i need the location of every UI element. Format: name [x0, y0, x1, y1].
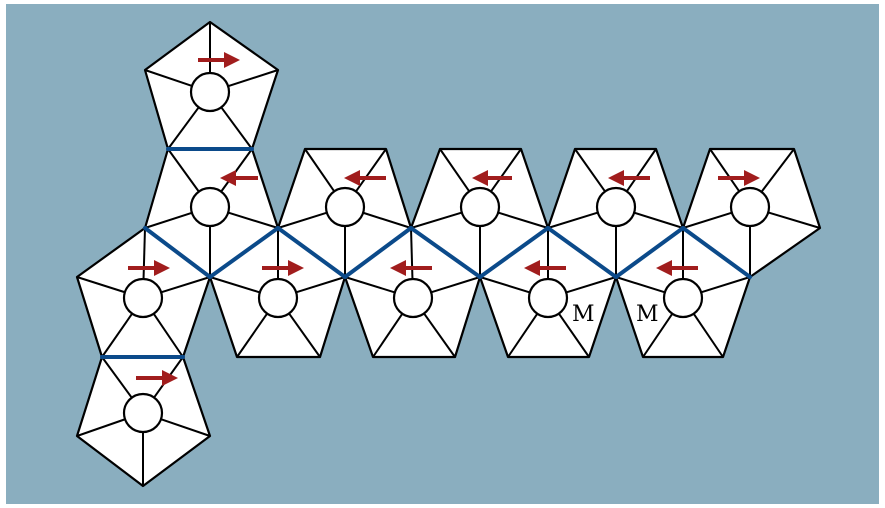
center-circle — [189, 71, 231, 113]
fold-edges — [100, 147, 752, 359]
spoke-line — [355, 148, 387, 193]
spoke-line — [277, 211, 328, 229]
fold-edge-line — [681, 226, 752, 279]
spoke-line — [633, 211, 684, 229]
face-row-top-3 — [546, 147, 685, 279]
spoke-line — [76, 418, 126, 437]
fold-edge-line — [208, 226, 280, 279]
fold-edge-line — [546, 226, 618, 279]
spoke-line — [142, 227, 146, 280]
spoke-line — [767, 211, 821, 229]
center-circle — [122, 392, 164, 434]
spoke-line — [490, 148, 522, 193]
spoke-line — [344, 276, 396, 294]
spoke-line — [288, 312, 321, 358]
center-circle — [595, 186, 637, 228]
fold-edge-line — [143, 226, 212, 279]
spoke-line — [220, 106, 253, 150]
center-circle — [392, 277, 434, 319]
spoke-line — [304, 148, 336, 192]
spoke-line — [682, 211, 733, 229]
spoke-line — [507, 313, 539, 358]
face-row-top-4 — [681, 147, 822, 279]
spoke-line — [160, 418, 211, 437]
spoke-line — [760, 148, 795, 193]
fold-edge-line — [478, 226, 550, 279]
fold-edge-line — [409, 226, 482, 279]
spoke-line — [295, 276, 346, 294]
center-circle — [527, 277, 569, 319]
spoke-line — [372, 313, 404, 358]
spoke-line — [227, 69, 279, 88]
spoke-line — [152, 313, 184, 358]
face-bottom-left-pentagon — [75, 355, 212, 488]
spoke-line — [558, 313, 590, 358]
fold-edge-line — [276, 226, 347, 279]
center-circle — [189, 186, 231, 228]
spoke-line — [144, 211, 193, 229]
spoke-line — [497, 211, 549, 229]
spoke-line — [362, 211, 412, 229]
spoke-line — [574, 148, 606, 193]
center-circle — [122, 277, 164, 319]
spoke-line — [101, 313, 133, 358]
spoke-line — [430, 276, 481, 294]
spoke-line — [439, 148, 471, 192]
face-row-bottom-4 — [614, 226, 752, 359]
spoke-line — [144, 69, 193, 87]
face-left-pentagon — [75, 226, 212, 359]
spoke-line — [76, 276, 126, 294]
spoke-line — [709, 148, 741, 192]
spoke-line — [410, 227, 414, 280]
center-circle — [729, 186, 771, 228]
center-circle — [459, 186, 501, 228]
spoke-line — [236, 313, 268, 358]
spoke-line — [547, 211, 599, 229]
spoke-line — [167, 106, 200, 150]
spoke-line — [167, 148, 200, 193]
spoke-line — [615, 276, 666, 294]
spoke-line — [479, 276, 531, 294]
spoke-line — [642, 313, 674, 358]
spoke-line — [700, 276, 751, 294]
fold-edge-line — [614, 226, 685, 279]
spoke-line — [692, 313, 724, 358]
center-circle — [662, 277, 704, 319]
center-circle — [324, 186, 366, 228]
spoke-line — [565, 276, 617, 294]
face-row-bottom-1 — [208, 226, 347, 359]
spoke-line — [101, 356, 133, 399]
face-label-m-1: M — [572, 302, 595, 327]
spoke-line — [227, 211, 279, 229]
spoke-line — [423, 312, 456, 358]
face-label-m-2: M — [636, 302, 659, 327]
faces-layer — [75, 20, 822, 488]
face-row-top-2 — [409, 147, 550, 279]
spoke-line — [410, 211, 463, 229]
face-row-bottom-2 — [343, 226, 482, 359]
spoke-line — [160, 276, 211, 294]
spoke-line — [209, 276, 261, 294]
center-circle — [257, 277, 299, 319]
face-row-top-1 — [276, 147, 413, 279]
labels-layer: M M — [572, 302, 659, 327]
spoke-line — [625, 148, 657, 192]
fold-edge-line — [343, 226, 413, 279]
